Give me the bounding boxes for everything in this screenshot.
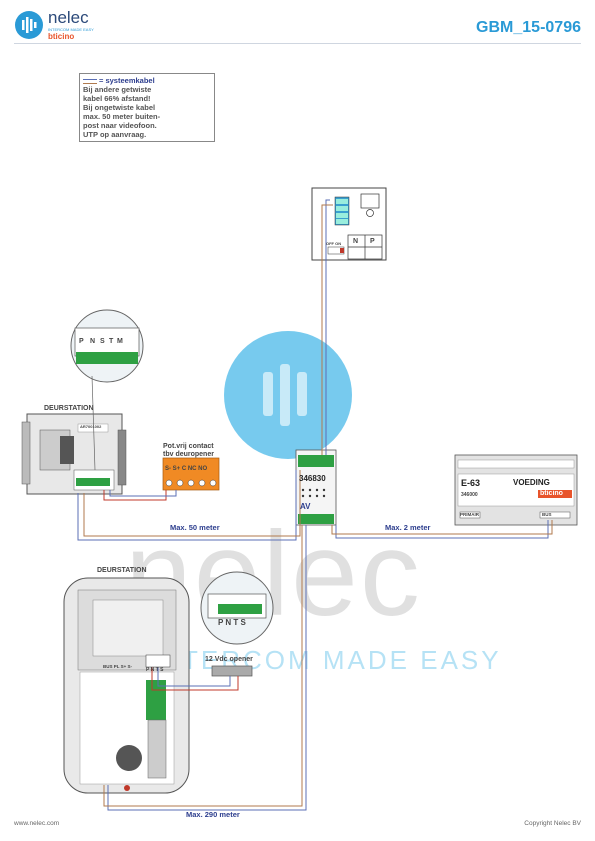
doc-code: GBM_15-0796 xyxy=(476,19,581,36)
footer-right: Copyright Nelec BV xyxy=(524,820,581,827)
legend-note: = systeemkabel Bij andere getwiste kabel… xyxy=(79,73,215,142)
brand-tagline: INTERCOM MADE EASY xyxy=(48,27,94,32)
door-opener xyxy=(211,665,253,677)
unit-code-label: AR7001002 xyxy=(80,424,102,429)
power-bus: BUS xyxy=(542,512,552,517)
terminal-callout xyxy=(70,309,144,471)
terminal-n: N xyxy=(90,338,96,345)
terminal-p: P xyxy=(79,338,84,345)
terminal-s: S xyxy=(100,338,105,345)
terminal-m: M xyxy=(117,338,123,345)
legend-line: max. 50 meter buiten- xyxy=(83,112,161,121)
power-code: 346000 xyxy=(461,492,478,498)
pnts-callout-label: P N T S xyxy=(218,618,246,627)
header: nelec INTERCOM MADE EASY bticino GBM_15-… xyxy=(0,0,595,45)
monitor-n: N xyxy=(353,238,359,245)
bus-labels: BUS PL S+ S- xyxy=(103,664,133,669)
opener-label: 12 Vdc opener xyxy=(205,656,253,663)
legend-line: Bij ongetwiste kabel xyxy=(83,103,156,112)
legend-line: kabel 66% afstand! xyxy=(83,94,151,103)
pnts-unit-label: P N T S xyxy=(146,667,164,673)
pnts-callout xyxy=(200,571,274,645)
videophone-unit xyxy=(311,187,387,261)
power-primair: PRIMAIR xyxy=(460,512,479,517)
distance-50m: Max. 50 meter xyxy=(170,523,220,532)
module-av: AV xyxy=(300,502,311,511)
relay-unit xyxy=(162,457,220,491)
nelec-logo-icon xyxy=(15,11,43,39)
brand-name: nelec xyxy=(48,8,89,27)
footer-left: www.nelec.com xyxy=(14,820,60,827)
pot-vrij-label-2: tbv deuropener xyxy=(163,451,214,458)
relay-terminals: S- S+ C NC NO xyxy=(165,466,208,472)
legend-line: Bij andere getwiste xyxy=(83,85,152,94)
pot-vrij-label-1: Pot.vrij contact xyxy=(163,443,214,450)
deurstation-top-unit xyxy=(21,413,127,495)
header-divider xyxy=(14,43,581,44)
legend-title: = systeemkabel xyxy=(83,76,211,85)
monitor-offon: OFF ON xyxy=(326,241,342,246)
module-346830 xyxy=(295,449,337,526)
watermark-logo-icon xyxy=(224,331,352,459)
terminal-t: T xyxy=(109,338,114,345)
power-name: VOEDING xyxy=(513,478,550,487)
deurstation-top-label: DEURSTATION xyxy=(44,405,94,412)
watermark-tagline: INTERCOM MADE EASY xyxy=(150,645,502,675)
power-supply-unit xyxy=(454,454,578,526)
distance-290m: Max. 290 meter xyxy=(186,810,240,819)
legend-line: post naar videofoon. xyxy=(83,121,157,130)
power-model: E-63 xyxy=(461,478,481,488)
sub-brand: bticino xyxy=(48,32,75,41)
monitor-p: P xyxy=(370,238,375,245)
legend-line: UTP op aanvraag. xyxy=(83,130,147,139)
deurstation-bottom-label: DEURSTATION xyxy=(97,567,147,574)
distance-2m: Max. 2 meter xyxy=(385,523,431,532)
module-code: 346830 xyxy=(299,474,326,483)
power-brand: bticino xyxy=(540,490,563,497)
deurstation-bottom-unit xyxy=(63,577,190,794)
